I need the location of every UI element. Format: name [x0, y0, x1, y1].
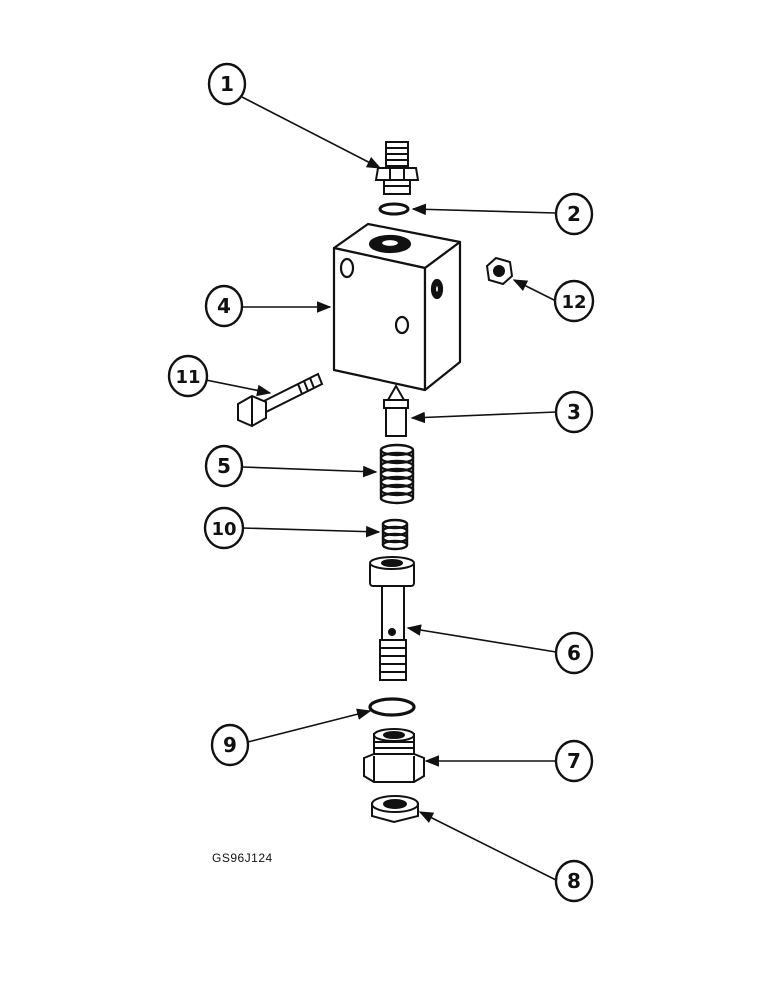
leader-5: [241, 465, 378, 478]
small-spring-part: [381, 518, 409, 551]
callout-6: 6: [554, 631, 594, 675]
svg-text:8: 8: [567, 869, 581, 893]
svg-text:5: 5: [217, 454, 231, 478]
leader-6: [406, 624, 557, 653]
callout-8: 8: [554, 859, 594, 903]
svg-text:4: 4: [217, 294, 231, 318]
bottom-nut-part: [371, 795, 419, 824]
plug-part: [363, 728, 425, 783]
callout-1: 1: [207, 62, 247, 106]
nut-side-part: [485, 256, 514, 286]
valve-body-part: [332, 222, 462, 392]
poppet-part: [383, 383, 409, 437]
callout-11: 11: [167, 354, 209, 398]
leader-8: [418, 811, 557, 881]
o-ring-bottom-part: [368, 697, 416, 717]
leader-12: [512, 279, 557, 302]
svg-text:11: 11: [175, 367, 200, 388]
svg-text:7: 7: [567, 749, 581, 773]
fitting-part: [374, 141, 420, 195]
svg-text:12: 12: [561, 292, 586, 313]
svg-text:9: 9: [223, 733, 237, 757]
callout-2: 2: [554, 192, 594, 236]
leader-1: [241, 96, 382, 169]
leader-lines: [205, 96, 557, 881]
svg-text:1: 1: [220, 72, 234, 96]
o-ring-top-part: [378, 202, 410, 216]
svg-text:2: 2: [567, 202, 581, 226]
callout-4: 4: [204, 284, 244, 328]
leader-10: [241, 525, 381, 538]
figure-code: GS96J124: [212, 851, 273, 865]
svg-text:3: 3: [567, 400, 581, 424]
spring-part: [379, 443, 415, 505]
callout-9: 9: [210, 723, 250, 767]
callout-7: 7: [554, 739, 594, 783]
leader-9: [247, 708, 372, 743]
svg-text:10: 10: [211, 519, 236, 540]
leader-3: [410, 411, 557, 424]
callout-5: 5: [204, 444, 244, 488]
callout-10: 10: [203, 506, 245, 550]
svg-text:6: 6: [567, 641, 581, 665]
callout-12: 12: [553, 279, 595, 323]
callouts: 1 2 3 4 5 6 7 8: [167, 62, 595, 903]
leader-2: [411, 203, 557, 216]
leader-11: [205, 379, 272, 397]
callout-3: 3: [554, 390, 594, 434]
adjusting-screw-part: [369, 556, 415, 681]
bolt-part: [237, 372, 324, 428]
